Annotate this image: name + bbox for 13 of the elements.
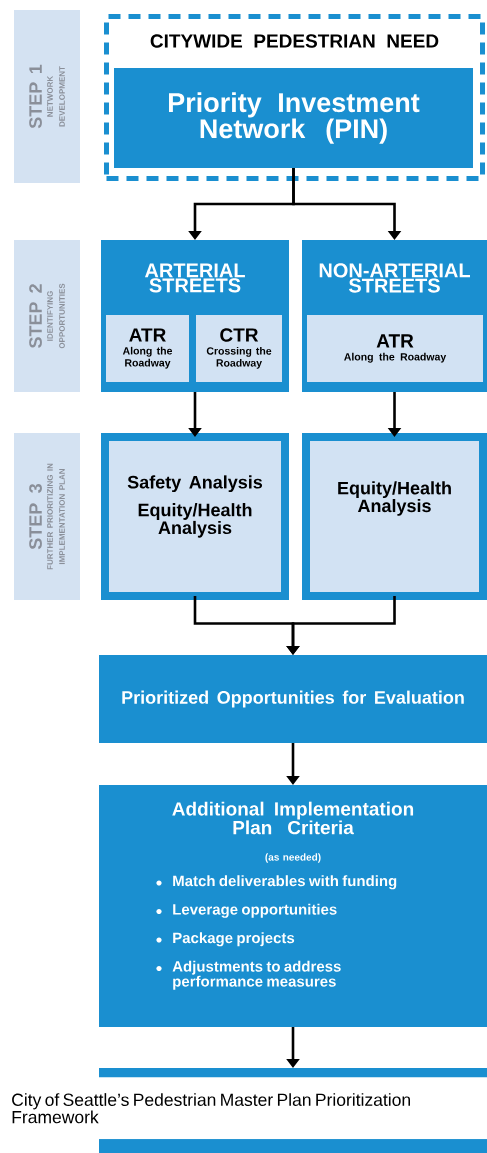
analysis-box: Safety Analysis Equity/Health Analysis <box>101 433 289 600</box>
criteria-box: Additional Implementation Plan Criteria (as needed) Match deliverables with funding Leverage opportunities Package projects Adjustments to address performance measures <box>99 785 487 1027</box>
analysis-box: Equity/Health Analysis <box>302 433 487 600</box>
arrow <box>292 168 402 240</box>
process-box: Priority Investment Network (PIN) <box>114 68 473 168</box>
caption: City of Seattle’s Pedestrian Master Plan Prioritization Framework <box>0 1077 487 1140</box>
step-band: STEP 1 NETWORK DEVELOPMENT <box>14 10 80 183</box>
subcategory-box: ATR Along the Roadway <box>307 315 483 382</box>
process-box: Prioritized Opportunities for Evaluation <box>99 655 487 743</box>
subcategory-box: CTR Crossing the Roadway <box>196 315 282 382</box>
step-band: STEP 3 FURTHER PRIORITIZING IN IMPLEMENTATION PLAN <box>14 433 80 600</box>
subcategory-box: ATR Along the Roadway <box>106 315 189 382</box>
step-band: STEP 2 IDENTIFYING OPPORTUNITIES <box>14 240 80 392</box>
